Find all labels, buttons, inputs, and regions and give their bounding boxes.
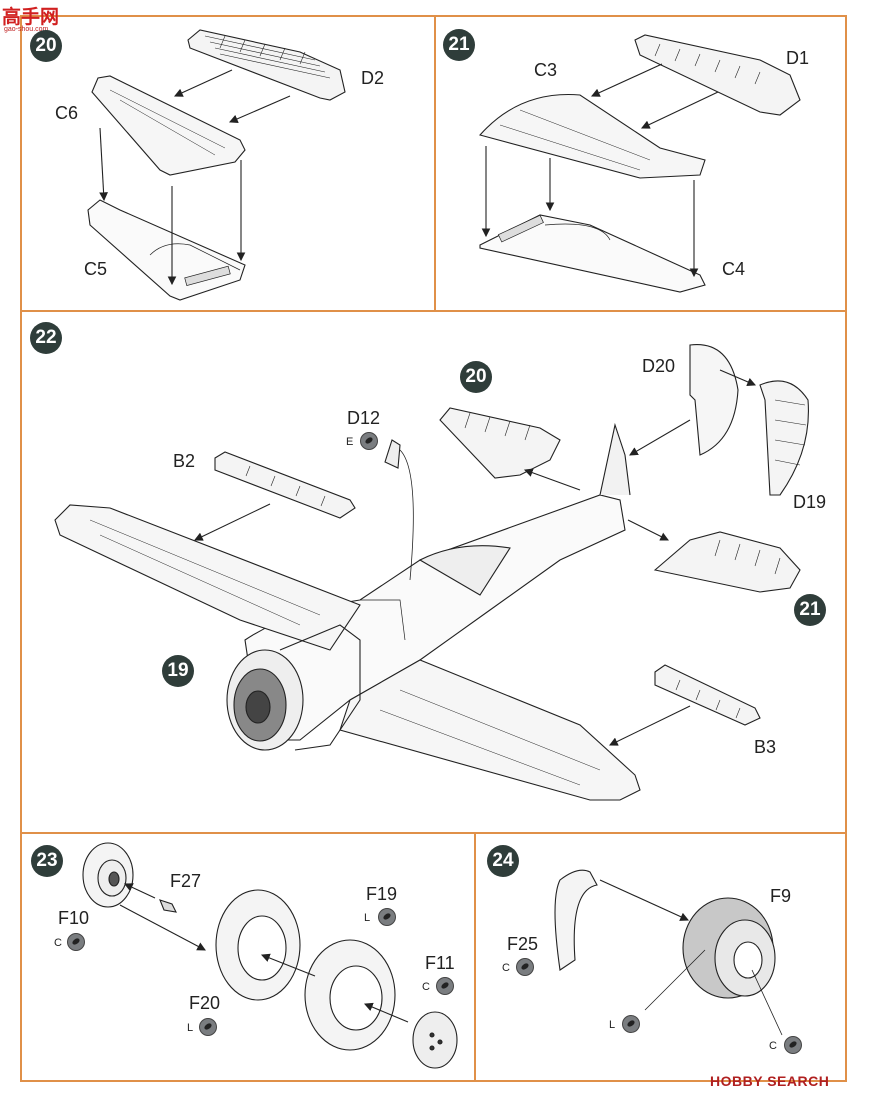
part-label-d19: D19 [793,492,827,512]
part-f20-wheel-half [215,889,301,1001]
sub-21-elevator [653,531,801,593]
paint-code-f11: C [422,981,430,993]
part-label-b3: B3 [754,737,777,757]
aircraft-left-wing [54,504,361,651]
sub-20-elevator [439,407,561,479]
part-b2-aileron [214,451,356,519]
watermark-hobby-search: HOBBY SEARCH [710,1073,830,1089]
watermark-logo-top: 高手网 [2,6,60,28]
paint-code-f25: C [502,962,510,974]
part-label-f27: F27 [170,871,202,891]
part-label-f10: F10 [58,908,90,928]
aircraft-right-wing [339,659,641,801]
paint-icon-l [622,1015,640,1033]
part-label-b2: B2 [173,451,196,471]
step-20-badge: 20 [30,30,62,62]
paint-icon-c [784,1036,802,1054]
step-22-sub-20-badge: 20 [460,361,492,393]
paint-icon-f20 [199,1018,217,1036]
part-label-c5: C5 [84,259,108,279]
part-label-f9: F9 [770,886,792,906]
part-f25-strut [554,869,598,971]
part-label-f11: F11 [425,953,455,973]
part-f10-hub [82,842,134,908]
part-d12-seat [384,439,414,581]
part-label-d12: D12 [347,408,381,428]
paint-code-d12: E [346,436,354,448]
step-22-sub-21-badge: 21 [794,594,826,626]
part-c3-stabilizer-top [478,93,706,179]
paint-icon-f11 [436,977,454,995]
part-d1-elevator [634,34,801,116]
part-label-f19: F19 [366,884,398,904]
paint-code-l: L [609,1019,616,1031]
part-label-c4: C4 [722,259,746,279]
part-label-d1: D1 [786,48,810,68]
step-24-badge: 24 [487,845,519,877]
part-b3-aileron [654,664,761,726]
part-f27-axle [159,899,177,913]
part-label-c3: C3 [534,60,558,80]
part-f11-hub [412,1011,458,1069]
aircraft-cowling-engine [226,624,361,751]
paint-icon-f25 [516,958,534,976]
part-c6-stabilizer-top [91,75,246,176]
paint-code-f19: L [364,912,371,924]
part-d19-rudder-right [759,380,809,496]
paint-code-c: C [769,1040,777,1052]
paint-icon-d12 [360,432,378,450]
part-label-d2: D2 [361,68,385,88]
paint-icon-f10 [67,933,85,951]
part-label-f20: F20 [189,993,221,1013]
part-d2-elevator [187,29,346,101]
part-c4-stabilizer-bottom [479,214,706,293]
part-d20-rudder-left [689,344,739,456]
step-22-badge: 22 [30,322,62,354]
part-label-d20: D20 [642,356,676,376]
part-f19-tyre [304,939,396,1051]
paint-code-f10: C [54,937,62,949]
paint-icon-f19 [378,908,396,926]
part-f9-tailwheel [682,897,776,999]
paint-code-f20: L [187,1022,194,1034]
step-22-sub-19-badge: 19 [162,655,194,687]
part-label-c6: C6 [55,103,79,123]
watermark-url-top: gao-shou.com [4,26,49,33]
part-label-f25: F25 [507,934,539,954]
step-23-badge: 23 [31,845,63,877]
step-21-badge: 21 [443,29,475,61]
part-c5-stabilizer-bottom [87,199,246,301]
